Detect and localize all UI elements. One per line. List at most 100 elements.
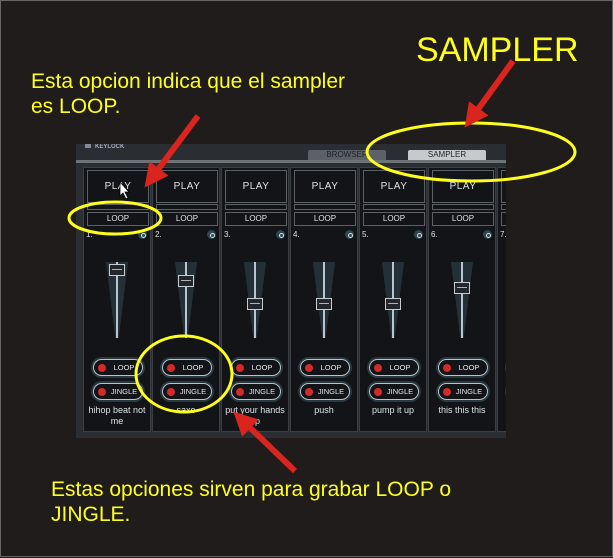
volume-slider[interactable] xyxy=(451,262,473,338)
sample-name: push xyxy=(314,405,334,415)
record-jingle-button[interactable]: JINGLE xyxy=(369,383,419,400)
slider-handle[interactable] xyxy=(316,298,332,310)
record-dot-icon xyxy=(236,387,244,396)
cue-icon[interactable] xyxy=(276,230,285,239)
record-jingle-button[interactable]: JINGLE xyxy=(231,383,281,400)
play-button[interactable]: PLAY xyxy=(156,170,218,203)
record-dot-icon xyxy=(443,363,451,372)
play-button[interactable]: PLAY xyxy=(363,170,425,203)
record-loop-label: LOOP xyxy=(320,363,342,372)
sampler-panel: KEYLOCK BROWSER SAMPLER PLAY LOOP 1. LOO… xyxy=(76,144,506,438)
play-button[interactable]: PLAY xyxy=(225,170,287,203)
record-jingle-label: JINGLE xyxy=(110,387,138,396)
loop-mode-indicator[interactable]: LOOP xyxy=(225,212,287,226)
slot-number: 7. xyxy=(500,230,506,239)
slider-handle[interactable] xyxy=(109,264,125,276)
record-dot-icon xyxy=(167,387,175,396)
record-annotation: Estas opciones sirven para grabar LOOP o… xyxy=(51,477,451,527)
cue-icon[interactable] xyxy=(138,230,147,239)
slider-rail xyxy=(461,262,463,338)
tab-sampler[interactable]: SAMPLER xyxy=(408,150,486,160)
play-button[interactable]: PLAY xyxy=(294,170,356,203)
loop-mode-indicator[interactable]: LOOP xyxy=(363,212,425,226)
play-button[interactable]: PLAY xyxy=(87,170,149,203)
tab-browser[interactable]: BROWSER xyxy=(308,150,386,160)
record-dot-icon xyxy=(167,363,175,372)
position-bar[interactable] xyxy=(501,204,506,210)
record-loop-label: LOOP xyxy=(182,363,204,372)
record-dot-icon xyxy=(374,387,382,396)
record-jingle-label: JINGLE xyxy=(317,387,345,396)
cue-icon[interactable] xyxy=(414,230,423,239)
position-bar[interactable] xyxy=(432,204,494,210)
loop-mode-indicator[interactable]: LOOP xyxy=(432,212,494,226)
slider-handle[interactable] xyxy=(178,275,194,287)
position-bar[interactable] xyxy=(363,204,425,210)
slot-number: 3. xyxy=(224,230,231,239)
record-annotation-line1: Estas opciones sirven para grabar LOOP o xyxy=(51,478,451,501)
volume-slider[interactable] xyxy=(175,262,197,338)
record-dot-icon xyxy=(305,387,313,396)
volume-slider[interactable] xyxy=(106,262,128,338)
loop-mode-indicator[interactable]: LOOP xyxy=(87,212,149,226)
sampler-slot: PLAY LOOP 1. LOOP JINGLE hihop beat not … xyxy=(83,167,151,432)
sample-name: pump it up xyxy=(371,405,415,415)
position-bar[interactable] xyxy=(156,204,218,210)
record-loop-button[interactable]: LOOP xyxy=(162,359,212,376)
record-loop-button[interactable]: LOOP xyxy=(231,359,281,376)
record-dot-icon xyxy=(305,363,313,372)
volume-slider[interactable] xyxy=(382,262,404,338)
record-loop-label: LOOP xyxy=(113,363,135,372)
record-jingle-button[interactable]: JINGLE xyxy=(93,383,143,400)
record-loop-label: LOOP xyxy=(389,363,411,372)
sampler-slot: PLAY LOOP 6. LOOP JINGLE this this this xyxy=(428,167,496,432)
record-dot-icon xyxy=(374,363,382,372)
play-button[interactable]: PLAY xyxy=(501,170,506,203)
volume-slider[interactable] xyxy=(244,262,266,338)
slot-number: 2. xyxy=(155,230,162,239)
sampler-slot: PLAY LOOP 3. LOOP JINGLE put your hands … xyxy=(221,167,289,432)
record-loop-button[interactable]: LOOP xyxy=(369,359,419,376)
sample-name: h xyxy=(498,405,506,416)
record-jingle-label: JINGLE xyxy=(455,387,483,396)
slider-handle[interactable] xyxy=(247,298,263,310)
play-button[interactable]: PLAY xyxy=(432,170,494,203)
record-jingle-button[interactable]: JINGLE xyxy=(162,383,212,400)
record-loop-button[interactable]: LOOP xyxy=(438,359,488,376)
record-jingle-button[interactable]: JINGLE xyxy=(300,383,350,400)
slot-number: 4. xyxy=(293,230,300,239)
position-bar[interactable] xyxy=(225,204,287,210)
record-dot-icon xyxy=(236,363,244,372)
position-bar[interactable] xyxy=(87,204,149,210)
record-loop-button[interactable]: LOOP xyxy=(93,359,143,376)
sample-name: this this this xyxy=(438,405,486,415)
slider-handle[interactable] xyxy=(385,298,401,310)
sampler-slot: PLAY LOOP 2. LOOP JINGLE saxo xyxy=(152,167,220,432)
record-dot-icon xyxy=(443,387,451,396)
position-bar[interactable] xyxy=(294,204,356,210)
loop-annotation-line2: es LOOP. xyxy=(31,95,121,118)
loop-mode-indicator[interactable]: LOOP xyxy=(294,212,356,226)
cue-icon[interactable] xyxy=(345,230,354,239)
loop-annotation: Esta opcion indica que el sampler es LOO… xyxy=(31,69,345,119)
sampler-slot: PLAY LOOP 7. LOOP JINGLE h xyxy=(497,167,506,432)
cue-icon[interactable] xyxy=(207,230,216,239)
slot-number: 1. xyxy=(86,230,93,239)
record-dot-icon xyxy=(98,387,106,396)
sample-name: put your hands up xyxy=(225,405,285,426)
slider-rail xyxy=(116,262,118,338)
sample-name: hihop beat not me xyxy=(88,405,146,426)
loop-mode-indicator[interactable]: LOOP xyxy=(156,212,218,226)
record-jingle-button[interactable]: JINGLE xyxy=(438,383,488,400)
cue-icon[interactable] xyxy=(483,230,492,239)
keylock-toggle[interactable]: KEYLOCK xyxy=(85,144,124,150)
sampler-slot: PLAY LOOP 4. LOOP JINGLE push xyxy=(290,167,358,432)
slider-handle[interactable] xyxy=(454,282,470,294)
sampler-annotation-title: SAMPLER xyxy=(416,31,579,69)
record-jingle-label: JINGLE xyxy=(179,387,207,396)
record-dot-icon xyxy=(98,363,106,372)
loop-mode-indicator[interactable]: LOOP xyxy=(501,212,506,226)
record-annotation-line2: JINGLE. xyxy=(51,503,131,526)
record-loop-button[interactable]: LOOP xyxy=(300,359,350,376)
volume-slider[interactable] xyxy=(313,262,335,338)
